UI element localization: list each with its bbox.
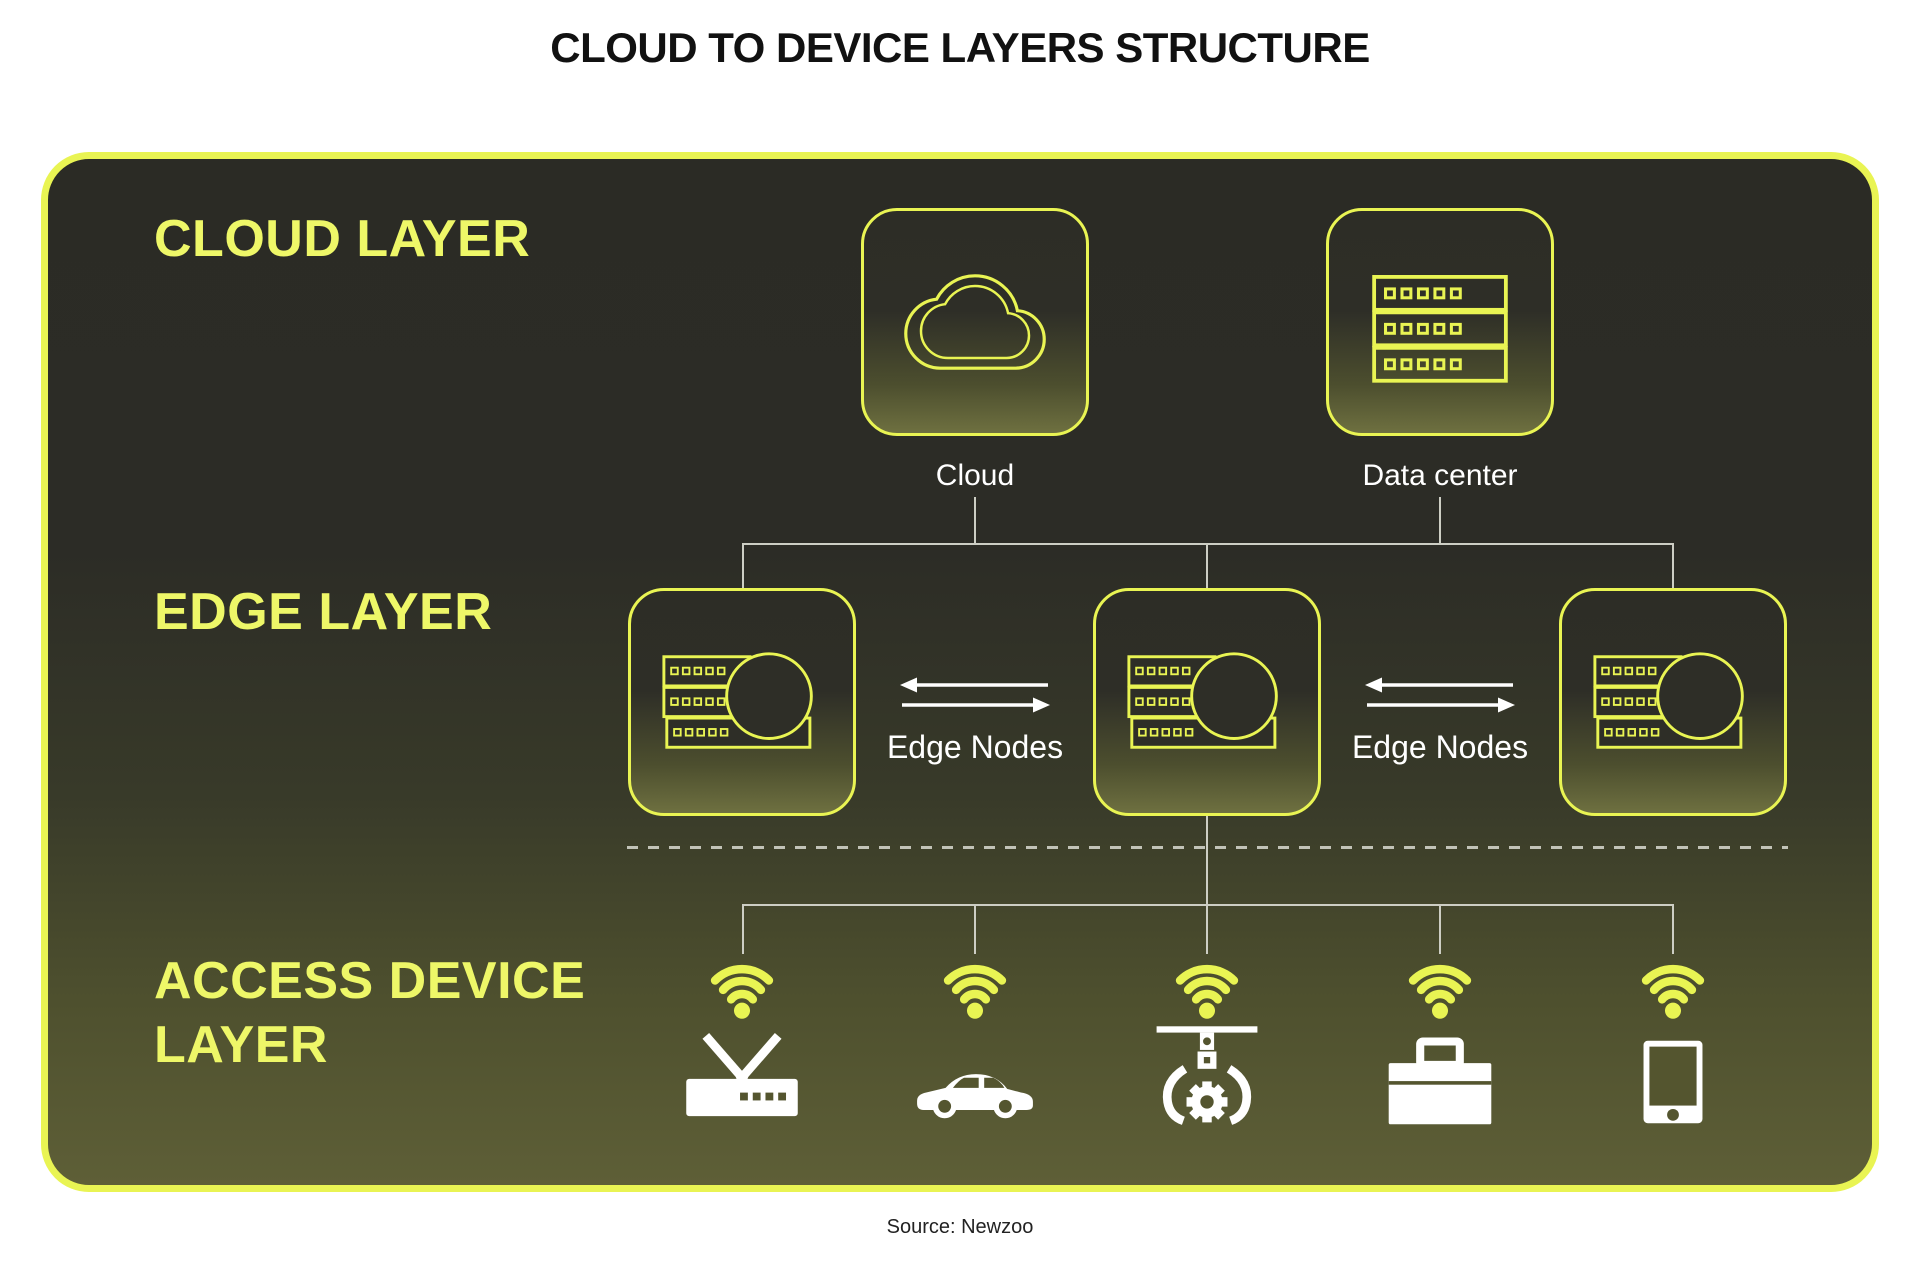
connector-horizontal-bottom xyxy=(742,904,1674,906)
data-center-node-label: Data center xyxy=(1362,459,1518,492)
access-layer-heading: ACCESS DEVICE LAYER xyxy=(154,952,586,1074)
edge-link-label: Edge Nodes xyxy=(886,729,1064,765)
edge-node-box xyxy=(628,588,856,816)
connector-device5-drop xyxy=(1672,906,1674,954)
briefcase-icon xyxy=(1388,1037,1492,1125)
connector-edge-bottom-drop xyxy=(1206,816,1208,906)
wifi-icon xyxy=(943,964,1007,1019)
source-note: Source: Newzoo xyxy=(886,1216,1034,1238)
wifi-icon xyxy=(1175,964,1239,1019)
edge-link-left: Edge Nodes xyxy=(865,674,1085,766)
connector-device3-drop xyxy=(1206,906,1208,954)
bidirectional-arrows-icon xyxy=(900,677,1050,713)
diagram-panel: CLOUD LAYER EDGE LAYER ACCESS DEVICE LAY… xyxy=(41,152,1879,1192)
connector-horizontal-top xyxy=(742,543,1674,545)
connector-edge3-drop xyxy=(1672,545,1674,590)
connector-device4-drop xyxy=(1439,906,1441,954)
connector-datacenter-drop xyxy=(1439,497,1441,545)
cloud-layer-heading: CLOUD LAYER xyxy=(154,210,531,268)
bidirectional-arrows-icon xyxy=(1365,677,1515,713)
tablet-icon xyxy=(1643,1040,1703,1124)
cloud-icon xyxy=(904,274,1046,370)
page-title: CLOUD TO DEVICE LAYERS STRUCTURE xyxy=(550,24,1370,71)
connector-cloud-drop xyxy=(974,497,976,545)
edge-server-icon xyxy=(662,652,813,749)
car-icon xyxy=(917,1074,1033,1119)
connector-edge1-drop xyxy=(742,545,744,590)
server-rack-icon xyxy=(1372,274,1508,383)
edge-server-icon xyxy=(1127,652,1278,749)
edge-link-label: Edge Nodes xyxy=(1351,729,1529,765)
robotic-arm-icon xyxy=(1156,1026,1258,1125)
wifi-icon xyxy=(710,964,774,1019)
cloud-node-box xyxy=(861,208,1089,436)
wifi-icon xyxy=(1641,964,1705,1019)
edge-node-box xyxy=(1093,588,1321,816)
edge-layer-heading: EDGE LAYER xyxy=(154,583,493,641)
connector-device1-drop xyxy=(742,906,744,954)
wifi-icon xyxy=(1408,964,1472,1019)
connector-edge2-drop xyxy=(1206,545,1208,590)
edge-server-icon xyxy=(1593,652,1744,749)
edge-node-box xyxy=(1559,588,1787,816)
connector-device2-drop xyxy=(974,906,976,954)
router-icon xyxy=(686,1032,798,1117)
data-center-node-box xyxy=(1326,208,1554,436)
cloud-node-label: Cloud xyxy=(935,459,1015,492)
edge-link-right: Edge Nodes xyxy=(1330,674,1550,766)
